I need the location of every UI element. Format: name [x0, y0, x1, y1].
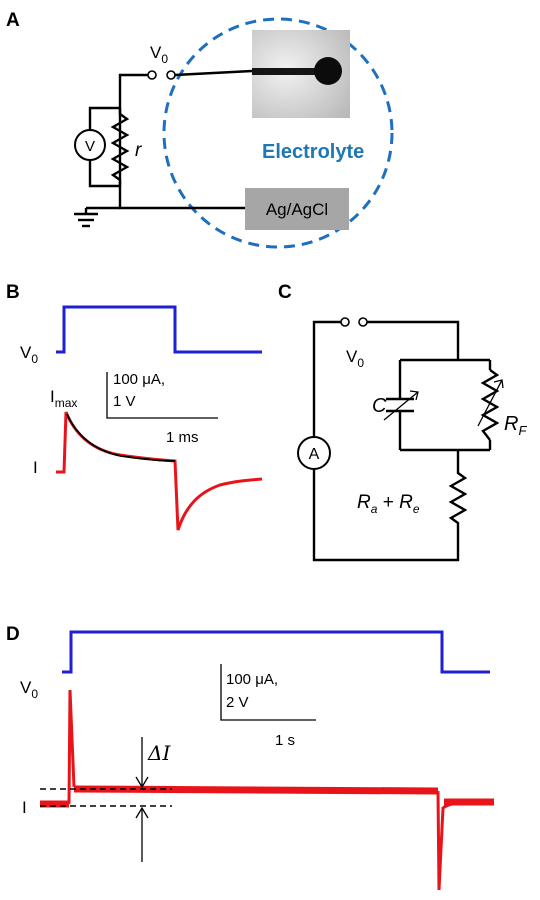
ammeter-label: A	[309, 446, 320, 463]
fit-curve-b	[66, 413, 176, 462]
reference-electrode-label: Ag/AgCl	[266, 200, 328, 219]
rf-label: RF	[504, 413, 527, 438]
switch-terminal-c-left	[340, 317, 350, 327]
scale-bar-b-voltage: 1 V	[113, 393, 136, 410]
scale-bar-b	[106, 372, 218, 419]
switch-terminal-a-left	[147, 70, 157, 80]
switch-terminal-c-right	[358, 317, 368, 327]
electrolyte-boundary	[162, 17, 394, 249]
electrolyte-label: Electrolyte	[262, 141, 364, 163]
resistor-r-label: r	[135, 140, 142, 161]
voltage-step-trace-d	[62, 630, 490, 674]
panel-label-c: C	[278, 282, 292, 303]
reference-electrode-box	[245, 188, 349, 230]
voltmeter-label: V	[85, 138, 95, 155]
v0-label-d: V0	[20, 678, 38, 701]
variable-resistor-rf	[477, 369, 504, 441]
circuit-a-wires	[74, 69, 253, 228]
switch-terminal-a-right	[166, 70, 176, 80]
voltage-step-trace-b	[56, 305, 262, 354]
scale-bar-d-amplitude: 100 μA,	[226, 671, 278, 688]
current-label-d: I	[22, 798, 27, 817]
scale-bar-d	[220, 664, 316, 721]
v0-label-c: V0	[346, 347, 364, 370]
scale-bar-d-time: 1 s	[275, 732, 295, 749]
panel-label-a: A	[6, 10, 20, 31]
current-trace-b	[56, 411, 263, 531]
capacitor-label: C	[372, 395, 387, 417]
scale-bar-b-amplitude: 100 μA,	[113, 371, 165, 388]
v0-label-a: V0	[150, 43, 168, 66]
series-resistance-label: Ra + Re	[357, 492, 420, 516]
electrode-micrograph	[252, 30, 350, 118]
circuit-c-wires	[312, 320, 492, 562]
panel-label-d: D	[6, 624, 20, 645]
scale-bar-b-time: 1 ms	[166, 429, 199, 446]
scale-bar-d-voltage: 2 V	[226, 694, 249, 711]
series-resistor	[448, 468, 468, 528]
variable-capacitor	[383, 390, 419, 421]
imax-label: Imax	[50, 387, 77, 410]
resistor-r	[110, 108, 130, 186]
current-label-b: I	[33, 458, 38, 477]
delta-i-label: ΔI	[147, 741, 171, 765]
delta-i-arrows	[135, 737, 149, 862]
voltmeter-symbol	[74, 129, 106, 161]
ammeter-symbol	[297, 436, 331, 470]
v0-label-b: V0	[20, 343, 38, 366]
panel-label-b: B	[6, 282, 20, 303]
